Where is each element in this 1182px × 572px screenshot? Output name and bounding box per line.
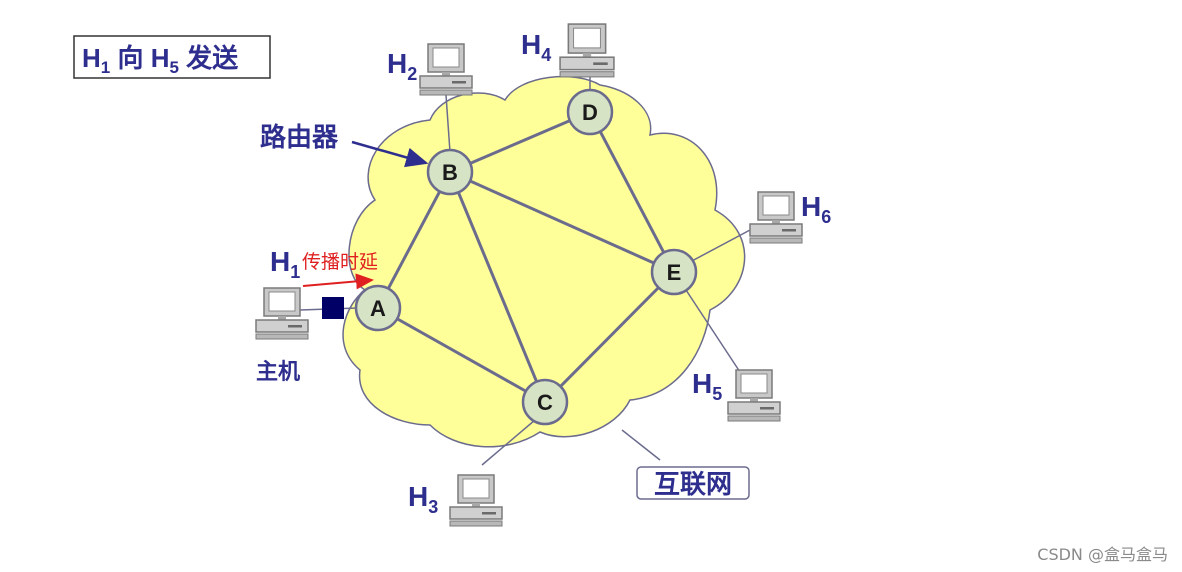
propagation-delay-label: 传播时延 <box>302 251 378 273</box>
link-b-c <box>448 171 547 403</box>
host-label-h4: H4 <box>521 29 551 65</box>
router-label-e: E <box>667 260 682 285</box>
router-pointer-arrow <box>351 140 429 168</box>
computer-icon-h1 <box>255 287 309 340</box>
watermark: CSDN @盒马盒马 <box>1037 545 1168 564</box>
link-b-e <box>449 170 675 274</box>
link-h3-c <box>481 419 536 466</box>
router-links <box>376 110 676 404</box>
router-E: E <box>650 248 698 296</box>
computer-icon-h4 <box>559 23 615 78</box>
link-b-d <box>449 110 591 174</box>
internet-callout-line <box>621 429 661 461</box>
link-h5-e <box>685 289 741 373</box>
computer-icon-h3 <box>449 474 503 527</box>
title-box: H1 向 H5 发送 <box>73 35 271 79</box>
host-label-h6: H6 <box>801 191 831 227</box>
delay-arrow <box>302 273 374 290</box>
computer-icon-h2 <box>419 43 473 96</box>
host-caption: 主机 <box>256 359 300 384</box>
router-A: A <box>354 284 402 332</box>
internet-label-box: 互联网 <box>636 466 750 500</box>
computer-icon-h6 <box>749 191 803 244</box>
host-label-h3: H3 <box>408 481 438 517</box>
page-title: H1 向 H5 发送 <box>82 43 238 77</box>
host-label-h5: H5 <box>692 368 722 404</box>
link-a-c <box>377 306 546 404</box>
router-label-b: B <box>442 160 458 185</box>
packet <box>322 297 344 319</box>
router-label: 路由器 <box>260 122 339 152</box>
router-label-c: C <box>537 390 553 415</box>
router-D: D <box>566 88 614 136</box>
host-label-h2: H2 <box>387 48 417 84</box>
router-C: C <box>521 378 569 426</box>
computer-icon-h5 <box>727 369 781 422</box>
link-h2-b <box>445 94 451 153</box>
internet-label: 互联网 <box>654 469 732 499</box>
router-label-d: D <box>582 100 598 125</box>
link-c-e <box>543 270 676 404</box>
router-B: B <box>426 148 474 196</box>
host-label-h1: H1 <box>270 246 300 282</box>
router-label-a: A <box>370 296 386 321</box>
link-d-e <box>588 111 676 273</box>
link-a-b <box>376 171 452 309</box>
link-h6-e <box>689 229 751 263</box>
